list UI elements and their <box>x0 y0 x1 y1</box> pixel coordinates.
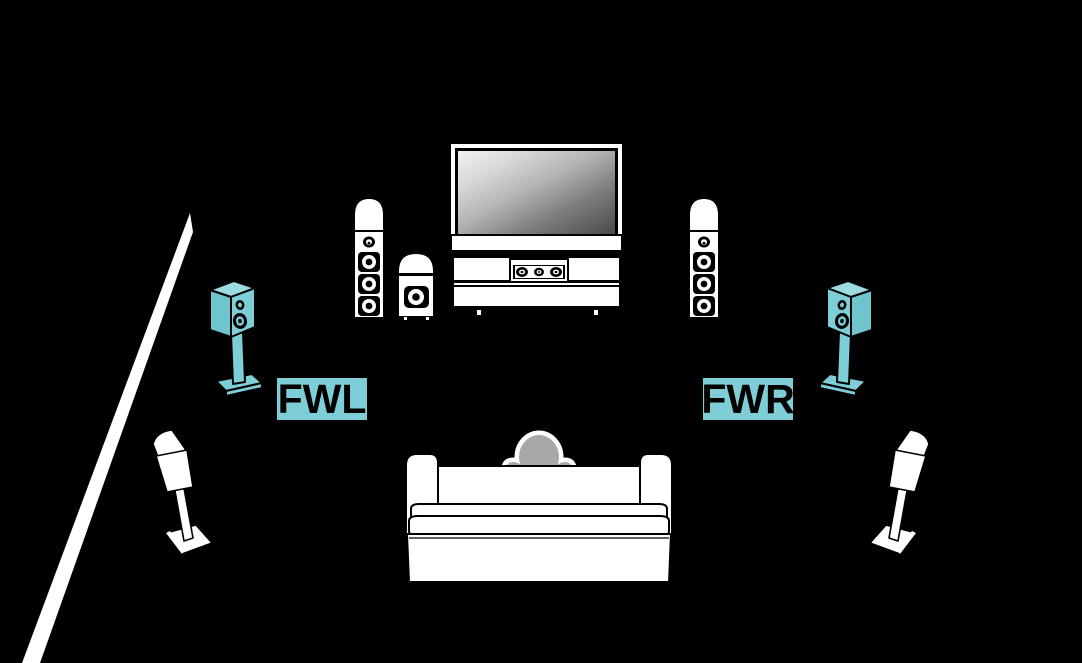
front-wide-left-speaker <box>209 280 263 397</box>
label-front-wide-left: FWL <box>276 375 368 422</box>
surround-right-speaker <box>869 429 930 555</box>
front-left-tower-speaker <box>355 199 383 317</box>
subwoofer <box>399 254 433 320</box>
front-wide-right-speaker <box>819 280 873 397</box>
label-front-wide-right: FWR <box>701 375 795 422</box>
sofa <box>405 453 673 583</box>
center-channel-speaker <box>509 258 569 283</box>
surround-left-speaker <box>152 429 213 555</box>
front-right-tower-speaker <box>690 199 718 317</box>
wall-edge-line <box>22 213 193 663</box>
